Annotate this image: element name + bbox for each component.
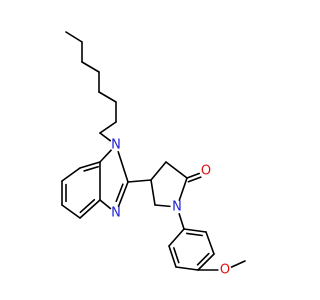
atom-label-n: N (111, 138, 121, 153)
atom-label-o: O (201, 164, 211, 179)
bond-b1-b2 (183, 228, 207, 233)
bond-a1-a2 (65, 31, 83, 43)
bond-b6-b1 (168, 228, 185, 247)
atom-labels-layer: N N O N O (109, 138, 232, 278)
bond-c2-p4 (127, 179, 152, 183)
bond-n3-c2 (117, 181, 129, 208)
bond-n1-c7a (99, 149, 113, 163)
bond-b1-b2-inner (185, 232, 203, 237)
atom-label-o: O (220, 263, 230, 278)
bond-c5-c4 (61, 204, 81, 219)
bond-c7-c6 (61, 167, 81, 182)
bond-c7a-c7 (79, 161, 101, 169)
atom-label-background (218, 263, 232, 277)
bond-a7-a8 (99, 121, 117, 134)
bond-b3-b4-inner (196, 252, 210, 266)
bond-p2-o1 (186, 172, 201, 179)
bond-p5-p4 (150, 179, 156, 206)
bond-o2-me (230, 260, 246, 268)
bond-a8-n1 (99, 132, 112, 142)
atom-label-background (199, 164, 213, 178)
bond-c4-c3a-inner (79, 198, 96, 214)
bond-pn-p5 (154, 204, 171, 208)
atom-label-background (109, 206, 123, 220)
bond-b4-b5 (175, 266, 199, 271)
bond-pn-b1 (178, 212, 185, 230)
bond-p4-p3 (150, 161, 167, 181)
bond-c3a-n3 (99, 199, 112, 210)
atom-label-background (109, 138, 123, 152)
bond-a5-a6 (98, 91, 117, 103)
atom-label-n: N (111, 206, 121, 221)
bond-p2-o1-second (187, 176, 202, 183)
bond-c2-n1 (117, 150, 129, 183)
bond-b5-b6-inner (173, 247, 180, 264)
bond-p3-p2 (165, 161, 188, 179)
atom-label-n: N (172, 200, 182, 215)
bond-n3-c2-inner (115, 183, 124, 203)
bond-p2-pn (178, 177, 188, 202)
bond-c4-c3a (79, 199, 101, 219)
atom-label-background (170, 200, 184, 214)
molecule-structure-diagram: N N O N O (61, 31, 246, 278)
bond-a3-a4 (81, 61, 100, 73)
bond-b2-b3 (205, 231, 215, 255)
bonds-layer (61, 31, 246, 271)
bond-c7a-c7-inner (83, 165, 99, 172)
bond-b5-b6 (168, 245, 177, 268)
bond-b3-b4 (197, 253, 215, 271)
